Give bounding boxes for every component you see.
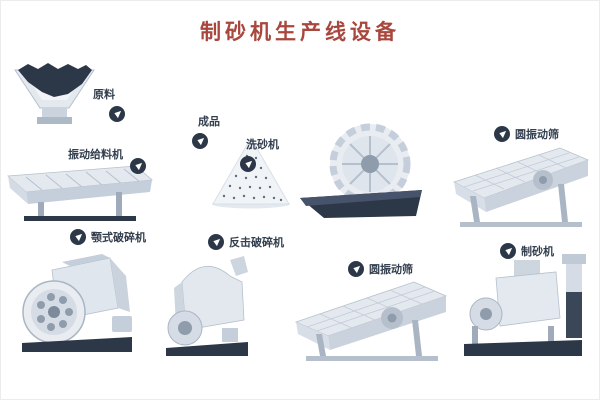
circular-vibrating-screen-top-illustration bbox=[448, 142, 593, 235]
label-circular-vibrating-screen-top-text: 圆振动筛 bbox=[515, 129, 559, 141]
label-impact-crusher: 反击破碎机 bbox=[208, 234, 284, 250]
label-raw-material: 原料 bbox=[93, 86, 125, 122]
label-jaw-crusher-text: 颚式破碎机 bbox=[91, 232, 146, 244]
label-finished-product-text: 成品 bbox=[198, 116, 220, 128]
sand-making-machine-illustration bbox=[448, 252, 593, 369]
label-sand-making-machine: 制砂机 bbox=[500, 243, 554, 259]
page-title: 制砂机生产线设备 bbox=[200, 21, 400, 44]
nav-arrow-icon bbox=[130, 158, 146, 174]
label-sand-washer-text: 洗砂机 bbox=[246, 139, 279, 151]
nav-arrow-icon bbox=[494, 126, 510, 142]
impact-crusher-illustration bbox=[152, 248, 257, 365]
label-circular-vibrating-screen-top: 圆振动筛 bbox=[494, 126, 559, 142]
label-circular-vibrating-screen-bottom: 圆振动筛 bbox=[348, 261, 413, 277]
nav-arrow-icon bbox=[208, 234, 224, 250]
nav-arrow-icon bbox=[500, 243, 516, 259]
label-vibrating-feeder-text: 振动给料机 bbox=[68, 149, 123, 161]
label-jaw-crusher: 颚式破碎机 bbox=[70, 229, 146, 245]
nav-arrow-icon bbox=[109, 106, 125, 122]
label-finished-product: 成品 bbox=[192, 113, 220, 149]
nav-arrow-icon bbox=[240, 156, 256, 172]
label-sand-washer: 洗砂机 bbox=[240, 136, 279, 172]
nav-arrow-icon bbox=[192, 133, 208, 149]
nav-arrow-icon bbox=[348, 261, 364, 277]
label-impact-crusher-text: 反击破碎机 bbox=[229, 237, 284, 249]
label-vibrating-feeder: 振动给料机 bbox=[68, 146, 146, 174]
label-sand-making-machine-text: 制砂机 bbox=[521, 246, 554, 258]
sand-washer-illustration bbox=[298, 118, 428, 231]
label-circular-vibrating-screen-bottom-text: 圆振动筛 bbox=[369, 264, 413, 276]
circular-vibrating-screen-bottom-illustration bbox=[292, 276, 452, 369]
raw-material-hopper-illustration bbox=[12, 62, 97, 135]
label-raw-material-text: 原料 bbox=[93, 89, 115, 101]
nav-arrow-icon bbox=[70, 229, 86, 245]
jaw-crusher-illustration bbox=[14, 246, 139, 363]
vibrating-feeder-illustration bbox=[4, 160, 154, 227]
